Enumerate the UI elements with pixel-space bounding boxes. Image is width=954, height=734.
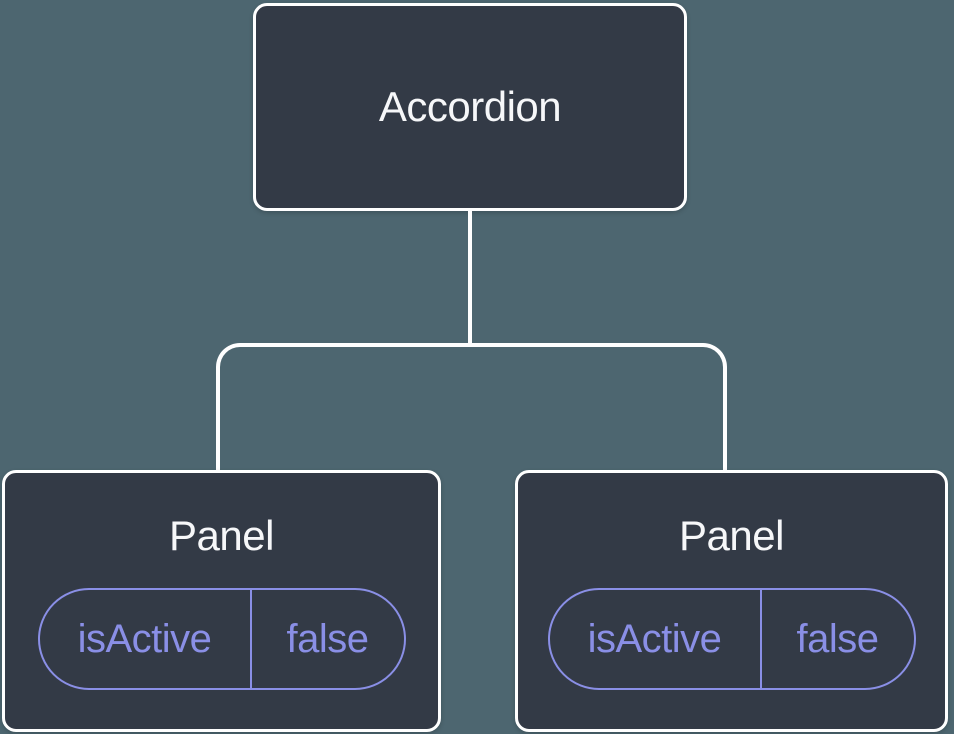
component-node-panel-2: Panel isActive false xyxy=(515,470,948,732)
state-value: false xyxy=(286,616,370,661)
component-node-panel-1: Panel isActive false xyxy=(2,470,441,732)
state-key: isActive xyxy=(550,590,762,688)
panel-node-label: Panel xyxy=(679,512,784,559)
state-value: false xyxy=(796,616,880,661)
state-pill: isActive false xyxy=(547,588,916,690)
state-pill: isActive false xyxy=(37,588,406,690)
state-key: isActive xyxy=(40,590,252,688)
connector-stem xyxy=(468,209,472,347)
panel-node-label: Panel xyxy=(169,512,274,559)
accordion-node-label: Accordion xyxy=(378,83,562,130)
component-node-accordion: Accordion xyxy=(253,3,687,211)
connector-bracket xyxy=(216,343,727,470)
